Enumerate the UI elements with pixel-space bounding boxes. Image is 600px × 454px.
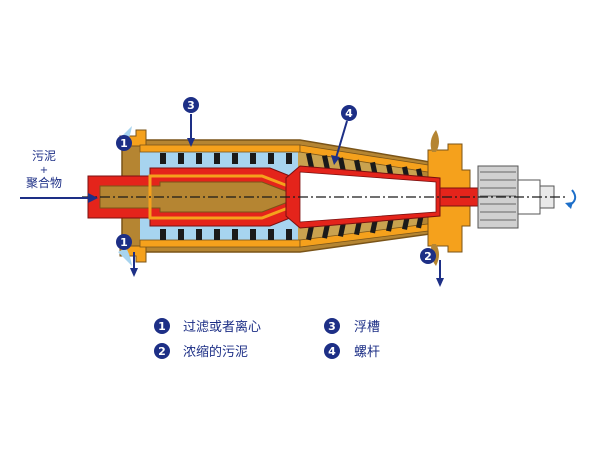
callout-3 bbox=[183, 97, 199, 113]
inlet-line2: 聚合物 bbox=[26, 175, 62, 190]
flight-bottom bbox=[214, 229, 220, 240]
flight-top bbox=[178, 153, 184, 164]
rotation-arrowhead bbox=[565, 202, 573, 209]
flight-top bbox=[232, 153, 238, 164]
legend: 1 过滤或者离心 2 浓缩的污泥 3 浮槽 4 螺杆 bbox=[154, 318, 380, 360]
flight-top bbox=[160, 153, 166, 164]
legend-label-2: 浓缩的污泥 bbox=[183, 344, 248, 360]
flight-cone-bottom bbox=[306, 225, 314, 241]
legend-marker-3 bbox=[324, 318, 340, 334]
legend-num-3: 3 bbox=[328, 320, 336, 333]
flight-bottom bbox=[286, 229, 292, 240]
legend-marker-1 bbox=[154, 318, 170, 334]
legend-label-3: 浮槽 bbox=[354, 320, 380, 335]
flight-top bbox=[250, 153, 256, 164]
legend-num-2: 2 bbox=[158, 345, 166, 358]
flight-bottom bbox=[232, 229, 238, 240]
flight-top bbox=[286, 153, 292, 164]
legend-marker-4 bbox=[324, 343, 340, 359]
legend-marker-2 bbox=[154, 343, 170, 359]
callout-2-label: 2 bbox=[424, 250, 432, 263]
arrow-1-bottom-head bbox=[130, 268, 138, 277]
callout-4 bbox=[341, 105, 357, 121]
flight-bottom bbox=[268, 229, 274, 240]
legend-item-4: 4 螺杆 bbox=[324, 343, 380, 360]
flight-top bbox=[268, 153, 274, 164]
liquid-discharge-bottom bbox=[118, 248, 132, 266]
flight-bottom bbox=[160, 229, 166, 240]
arrow-4-head bbox=[331, 155, 340, 165]
legend-num-1: 1 bbox=[158, 320, 166, 333]
legend-item-1: 1 过滤或者离心 bbox=[154, 318, 261, 335]
callout-1-bottom-label: 1 bbox=[120, 236, 128, 249]
legend-item-3: 3 浮槽 bbox=[324, 318, 380, 335]
flight-cone-bottom bbox=[354, 220, 362, 236]
inlet-arrowhead bbox=[88, 193, 98, 203]
flight-cone-bottom bbox=[338, 221, 346, 237]
callout-1-top bbox=[116, 135, 132, 151]
bowl-wall-top bbox=[139, 144, 301, 153]
legend-label-4: 螺杆 bbox=[354, 345, 380, 360]
bowl-wall-bottom bbox=[139, 239, 301, 248]
screw-hub-inner bbox=[299, 171, 437, 223]
flight-cone-bottom bbox=[370, 218, 378, 234]
flight-top bbox=[196, 153, 202, 164]
callout-1-top-label: 1 bbox=[120, 137, 128, 150]
legend-num-4: 4 bbox=[328, 345, 336, 358]
inlet-plus: + bbox=[40, 165, 48, 176]
screw-hub bbox=[285, 165, 441, 229]
solids-discharge-top bbox=[430, 130, 439, 152]
flight-bottom bbox=[250, 229, 256, 240]
legend-label-1: 过滤或者离心 bbox=[183, 319, 261, 335]
arrow-4-line bbox=[335, 120, 348, 159]
inlet-label: 污泥 + 聚合物 bbox=[20, 149, 98, 203]
flight-cone-top bbox=[322, 155, 330, 171]
callout-2 bbox=[420, 248, 436, 264]
flight-cone-top bbox=[338, 157, 346, 173]
callout-1-bottom bbox=[116, 234, 132, 250]
flight-cone-bottom bbox=[322, 223, 330, 239]
flight-top bbox=[214, 153, 220, 164]
flight-cone-top bbox=[306, 152, 314, 168]
inlet-line1: 污泥 bbox=[32, 149, 56, 163]
callout-4-label: 4 bbox=[345, 107, 353, 120]
arrow-2-head bbox=[436, 278, 444, 287]
bearing-ribs bbox=[480, 171, 516, 221]
legend-item-2: 2 浓缩的污泥 bbox=[154, 343, 248, 360]
arrow-3-head bbox=[187, 138, 195, 147]
callouts: 1 1 3 4 2 bbox=[116, 97, 444, 287]
flight-bottom bbox=[196, 229, 202, 240]
callout-3-label: 3 bbox=[187, 99, 195, 112]
flight-bottom bbox=[178, 229, 184, 240]
